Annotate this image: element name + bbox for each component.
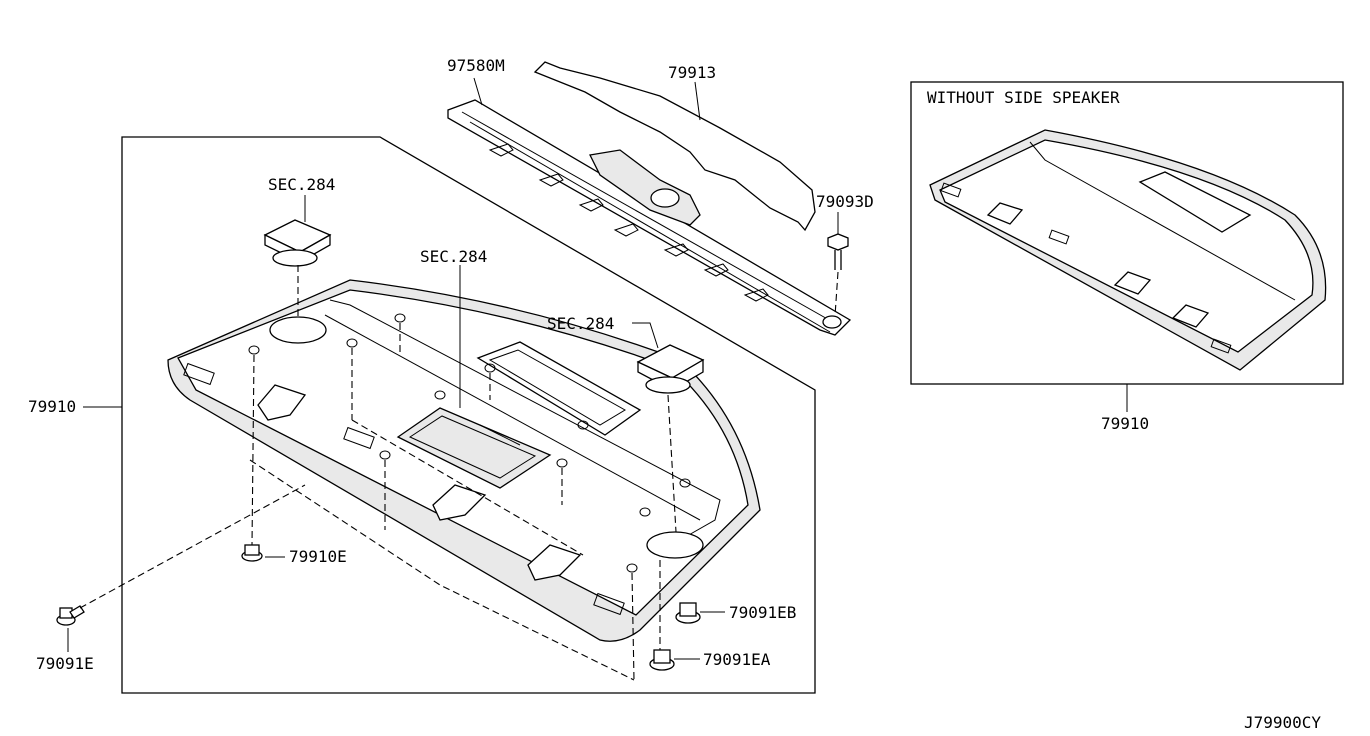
upper-trim-strip bbox=[533, 61, 816, 232]
leader-lines bbox=[67, 77, 1128, 660]
rear-rail-assembly bbox=[447, 99, 852, 336]
label-sec284-right: SEC.284 bbox=[547, 314, 614, 333]
label-79091e: 79091E bbox=[36, 654, 94, 673]
speaker-cover-left bbox=[263, 219, 332, 267]
label-79091ea: 79091EA bbox=[703, 650, 771, 669]
clip-79091ea-icon bbox=[649, 649, 675, 671]
label-79093d: 79093D bbox=[816, 192, 874, 211]
assembly-dashed-lines bbox=[79, 265, 677, 681]
main-assembly-frame bbox=[121, 136, 816, 694]
label-79910-main: 79910 bbox=[28, 397, 76, 416]
diagram-code: J79900CY bbox=[1244, 713, 1321, 732]
label-79910-inset: 79910 bbox=[1101, 414, 1149, 433]
center-vent-opening bbox=[396, 407, 552, 489]
clip-79910e-icon bbox=[241, 544, 263, 562]
bolt-79093d-icon bbox=[827, 233, 849, 270]
label-sec284-center: SEC.284 bbox=[420, 247, 487, 266]
inset-parcel-shelf bbox=[929, 129, 1327, 371]
label-97580m: 97580M bbox=[447, 56, 505, 75]
label-sec284-left: SEC.284 bbox=[268, 175, 335, 194]
label-79913: 79913 bbox=[668, 63, 716, 82]
label-79091eb: 79091EB bbox=[729, 603, 796, 622]
speaker-hole-right bbox=[646, 531, 704, 559]
parcel-shelf-panel bbox=[167, 279, 761, 642]
label-79910e: 79910E bbox=[289, 547, 347, 566]
speaker-cover-right bbox=[636, 344, 705, 394]
clip-79091eb-icon bbox=[675, 602, 701, 624]
speaker-hole-left bbox=[269, 316, 327, 344]
inset-title: WITHOUT SIDE SPEAKER bbox=[927, 88, 1120, 107]
clip-79091e-icon bbox=[56, 605, 85, 626]
